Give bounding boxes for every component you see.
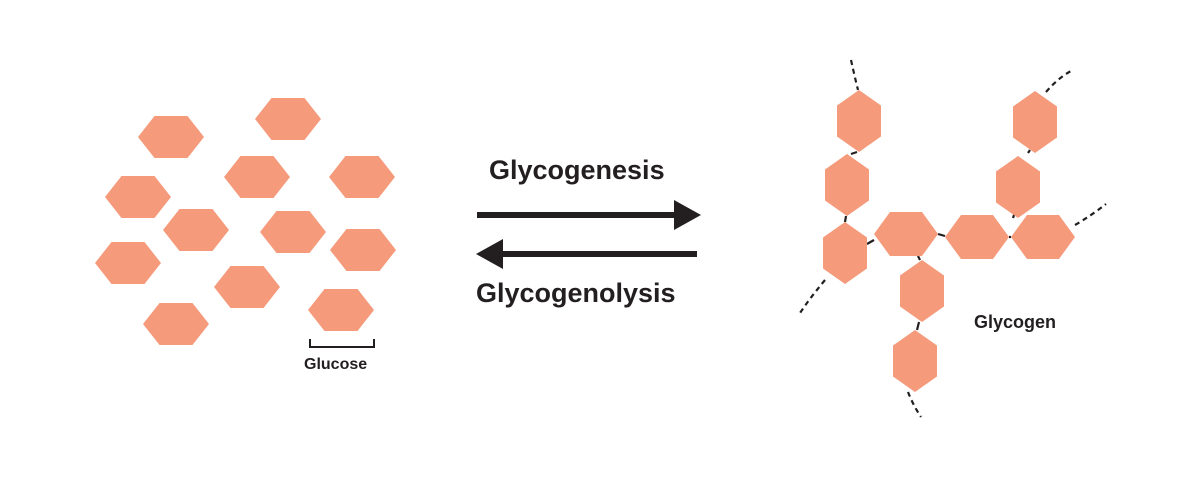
arrow-right-icon — [674, 200, 701, 230]
glycosidic-bond — [937, 232, 946, 238]
hexagon-icon — [1011, 215, 1075, 259]
hexagon-icon — [308, 289, 374, 331]
hexagon-icon — [330, 229, 396, 271]
hexagon-icon — [837, 90, 881, 152]
hexagon-icon — [105, 176, 171, 218]
glycogen-label: Glycogen — [974, 312, 1057, 332]
glycosidic-bond — [843, 215, 848, 223]
glucose-bracket — [309, 339, 375, 348]
glycogenesis-arrow — [477, 200, 701, 230]
free-glucose-cluster — [95, 98, 396, 345]
hexagon-icon — [996, 156, 1040, 218]
glycogenolysis-label: Glycogenolysis — [476, 278, 676, 308]
glycosidic-bond — [866, 239, 875, 245]
hexagon-icon — [214, 266, 280, 308]
hexagon-icon — [945, 215, 1009, 259]
chain-continuation — [906, 391, 922, 418]
glycosidic-bond — [1027, 149, 1031, 154]
hexagon-icon — [143, 303, 209, 345]
glycogenesis-label: Glycogenesis — [489, 155, 665, 185]
arrow-left-icon — [476, 239, 503, 269]
glycogen-bonds — [799, 59, 1107, 418]
chain-continuation — [799, 279, 826, 314]
hexagon-icon — [329, 156, 395, 198]
hexagon-icon — [874, 212, 938, 256]
glycosidic-bond — [917, 255, 921, 261]
hexagon-icon — [95, 242, 161, 284]
chain-continuation — [1074, 203, 1107, 226]
hexagon-icon — [255, 98, 321, 140]
hexagon-icon — [825, 154, 869, 216]
glycogenolysis-arrow — [476, 239, 697, 269]
glucose-label: Glucose — [304, 356, 368, 373]
hexagon-icon — [900, 260, 944, 322]
glycosidic-bond — [850, 150, 858, 156]
hexagon-icon — [138, 116, 204, 158]
glycosidic-bond — [915, 321, 921, 331]
chain-continuation — [1045, 70, 1072, 93]
hexagon-icon — [224, 156, 290, 198]
hexagon-icon — [823, 222, 867, 284]
hexagon-icon — [163, 209, 229, 251]
chain-continuation — [849, 59, 860, 91]
hexagon-icon — [1013, 91, 1057, 153]
hexagon-icon — [893, 330, 937, 392]
glycogen-chain — [823, 90, 1075, 392]
hexagon-icon — [260, 211, 326, 253]
